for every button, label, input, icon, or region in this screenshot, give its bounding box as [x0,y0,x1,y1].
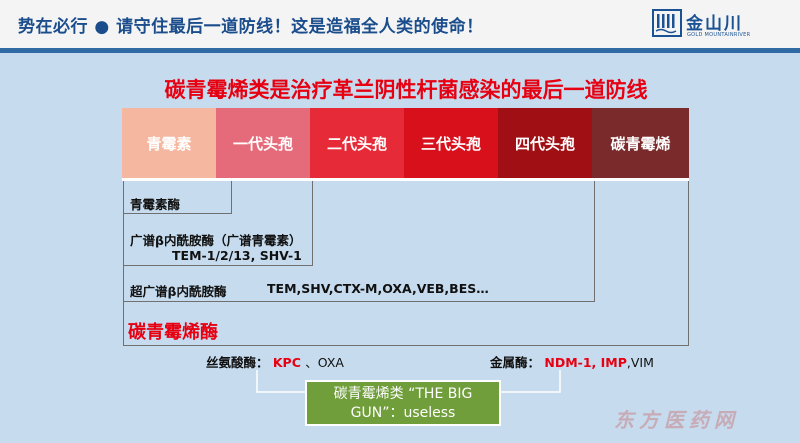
kpc-text: KPC [272,355,301,370]
header: 势在必行 ● 请守住最后一道防线！这是造福全人类的使命！ 金山川 GOLD MO… [0,0,800,48]
generation-penicillin: 青霉素 [122,108,216,178]
esbl-label: 超广谱β内酰胺酶 [130,284,227,299]
bracket-left-line [123,181,124,346]
oxa-text: OXA [317,355,344,370]
vim-text: ,VIM [626,355,654,370]
bracket-carbapenemase [123,181,689,346]
company-logo: 金山川 GOLD MOUNTAINRIVER [652,8,792,44]
broad-spectrum-label: 广谱β内酰胺酶（广谱青霉素） [130,233,302,248]
ndm-imp-text: NDM-1, IMP [544,355,627,370]
esbl-types: TEM,SHV,CTX-M,OXA,VEB,BES… [267,281,489,296]
generation-first-cephalosporin: 一代头孢 [216,108,310,178]
broad-spectrum-types: TEM-1/2/13, SHV-1 [172,248,302,263]
generation-third-cephalosporin: 三代头孢 [404,108,498,178]
header-divider [0,48,800,53]
bracket-esbl [123,181,595,302]
big-gun-line2: GUN”：useless [350,405,456,421]
metallo-enzyme-row: 金属酶： NDM-1, IMP,VIM [490,352,654,371]
header-title: 势在必行 ● 请守住最后一道防线！这是造福全人类的使命！ [18,17,484,37]
big-gun-box: 碳青霉烯类 “THE BIG GUN”：useless [305,380,501,426]
generation-row: 青霉素 一代头孢 二代头孢 三代头孢 四代头孢 碳青霉烯 [122,108,689,178]
generation-carbapenem: 碳青霉烯 [592,108,689,178]
serine-label: 丝氨酸酶： [206,355,269,370]
logo-subtitle: GOLD MOUNTAINRIVER [687,32,751,38]
main-title: 碳青霉烯类是治疗革兰阴性杆菌感染的最后一道防线 [164,78,648,102]
carbapenemase-label: 碳青霉烯酶 [128,322,218,343]
bracket-broad-spectrum [123,181,313,266]
generation-second-cephalosporin: 二代头孢 [310,108,404,178]
generation-strip [122,178,689,181]
bracket-penicillinase [123,181,232,214]
logo-name: 金山川 [686,14,743,34]
penicillinase-label: 青霉素酶 [130,197,181,212]
serine-enzyme-row: 丝氨酸酶： KPC 、OXA [206,352,344,371]
metallo-label: 金属酶： [490,355,541,370]
big-gun-line1: 碳青霉烯类 “THE BIG [333,386,473,402]
serine-separator: 、 [305,355,318,370]
logo-mark-icon [652,9,682,37]
watermark: 东方医药网 [614,408,739,432]
generation-fourth-cephalosporin: 四代头孢 [498,108,592,178]
